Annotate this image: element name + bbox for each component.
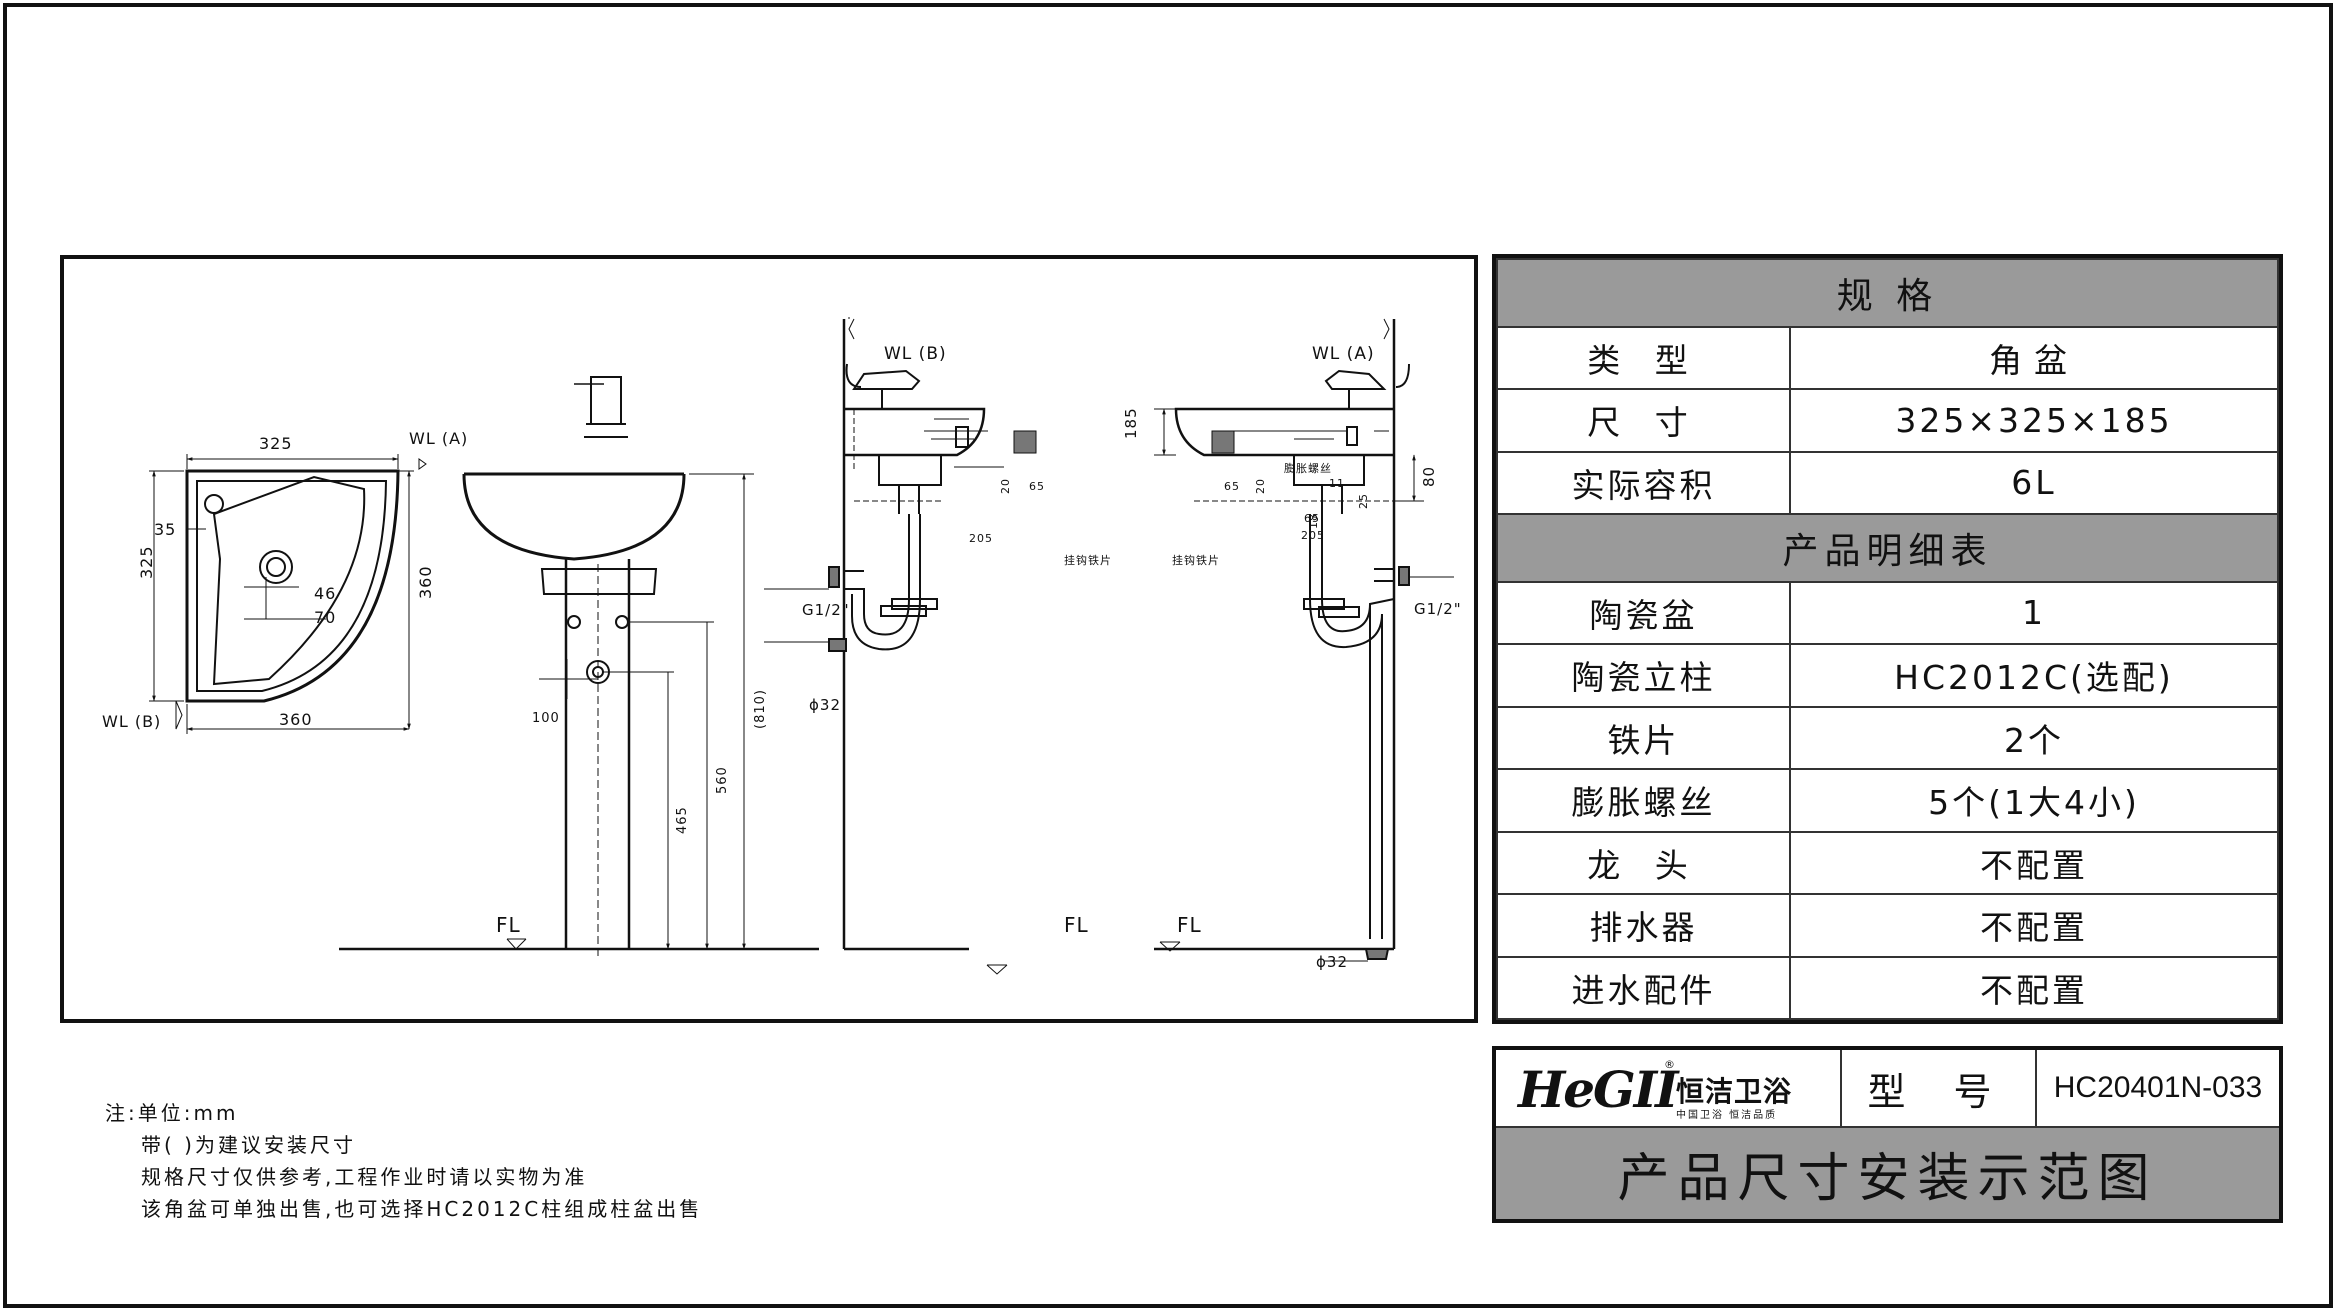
- fl-label-front: FL: [496, 913, 521, 937]
- detail-label-pedestal: 陶瓷立柱: [1496, 643, 1791, 708]
- phi32-label-b: ϕ32: [809, 696, 841, 714]
- detail-label-drain: 排水器: [1496, 893, 1791, 958]
- dim-11: 11: [1329, 477, 1345, 490]
- registered-mark: ®: [1664, 1058, 1675, 1071]
- sheet-title: 产品尺寸安装示范图: [1496, 1128, 2279, 1219]
- dim-65-a-mid: 65: [1304, 512, 1320, 525]
- dim-20-a: 20: [1254, 478, 1267, 494]
- dim-35: 35: [154, 520, 176, 539]
- model-value: HC20401N-033: [2037, 1050, 2279, 1128]
- brand-logo: HeGII ® 恒洁卫浴 中国卫浴 恒洁品质: [1496, 1050, 1842, 1128]
- dim-465: 465: [675, 806, 690, 834]
- dim-25: 25: [1357, 493, 1370, 509]
- notes: 注:单位:mm 带( )为建议安装尺寸 规格尺寸仅供参考,工程作业时请以实物为准…: [105, 1097, 702, 1225]
- spec-header: 规 格: [1496, 258, 2279, 328]
- sheet-border: [3, 3, 2333, 1308]
- dim-205-a: 205: [1301, 529, 1325, 542]
- detail-value-inlet: 不配置: [1789, 955, 2279, 1020]
- dim-18: 18: [1307, 513, 1320, 529]
- hook-plate-b: [1013, 430, 1037, 454]
- drawing-area: 325 WL (A) 325 35 46 70 360 360 WL (B) 1…: [60, 255, 1478, 1023]
- g12-label-b: G1/2": [802, 601, 850, 619]
- note-unit: 注:单位:mm: [105, 1101, 239, 1125]
- note-sale: 该角盆可单独出售,也可选择HC2012C柱组成柱盆出售: [141, 1197, 703, 1221]
- detail-value-iron-plate: 2个: [1789, 705, 2279, 770]
- detail-label-iron-plate: 铁片: [1496, 705, 1791, 770]
- dim-80: 80: [1420, 466, 1438, 487]
- spec-value-size: 325×325×185: [1789, 388, 2279, 453]
- detail-value-drain: 不配置: [1789, 893, 2279, 958]
- dim-70: 70: [314, 608, 336, 627]
- dim-65-b: 65: [1029, 480, 1045, 493]
- front-view: [339, 376, 819, 959]
- wl-a-label-side: WL (A): [1312, 344, 1375, 364]
- g12-label-a: G1/2": [1414, 600, 1462, 618]
- brand-name-cn: 恒洁卫浴: [1676, 1075, 1793, 1108]
- expansion-bolt-label: 膨胀螺丝: [1284, 461, 1332, 475]
- note-reference: 规格尺寸仅供参考,工程作业时请以实物为准: [141, 1165, 588, 1189]
- detail-value-pedestal: HC2012C(选配): [1789, 643, 2279, 708]
- detail-label-bolt: 膨胀螺丝: [1496, 768, 1791, 833]
- dim-100: 100: [532, 711, 560, 726]
- spec-label-volume: 实际容积: [1496, 450, 1791, 515]
- wl-b-label-top: WL (B): [102, 712, 161, 731]
- phi32-label-a: ϕ32: [1316, 953, 1348, 971]
- detail-label-basin: 陶瓷盆: [1496, 580, 1791, 645]
- spec-label-size: 尺 寸: [1496, 388, 1791, 453]
- side-view-a: [1154, 318, 1454, 962]
- fl-label-side-b: FL: [1064, 913, 1089, 937]
- brand-slogan: 中国卫浴 恒洁品质: [1676, 1110, 1778, 1121]
- dim-65-a-top: 65: [1224, 480, 1240, 493]
- dim-205-b: 205: [969, 532, 993, 545]
- spec-label-type: 类 型: [1496, 325, 1791, 390]
- detail-value-bolt: 5个(1大4小): [1789, 768, 2279, 833]
- fl-label-side-a: FL: [1177, 913, 1202, 937]
- hook-plate-a: [1211, 430, 1235, 454]
- detail-label-inlet: 进水配件: [1496, 955, 1791, 1020]
- brand-name: HeGII: [1518, 1060, 1679, 1119]
- side-view-b: [764, 317, 1008, 975]
- detail-header: 产品明细表: [1496, 513, 2279, 583]
- note-suggested: 带( )为建议安装尺寸: [141, 1133, 356, 1157]
- dim-360-right: 360: [416, 565, 435, 599]
- dim-185: 185: [1122, 407, 1140, 439]
- hook-plate-label-a: 挂钩铁片: [1172, 553, 1220, 567]
- wl-a-label-top: WL (A): [409, 429, 468, 448]
- dim-20-b: 20: [999, 478, 1012, 494]
- hook-plate-label-b: 挂钩铁片: [1064, 553, 1112, 567]
- top-view: [149, 454, 427, 734]
- dim-325-left: 325: [137, 545, 156, 579]
- technical-drawing: 325 WL (A) 325 35 46 70 360 360 WL (B) 1…: [102, 317, 1462, 975]
- dim-560: 560: [715, 766, 730, 794]
- detail-label-faucet: 龙 头: [1496, 830, 1791, 895]
- detail-value-faucet: 不配置: [1789, 830, 2279, 895]
- wl-b-label-side: WL (B): [884, 344, 947, 364]
- model-label: 型 号: [1842, 1050, 2037, 1128]
- spec-table: 规 格 类 型 角盆 尺 寸 325×325×185 实际容积 6L 产品明细表…: [1492, 254, 2283, 1024]
- spec-value-type: 角盆: [1789, 325, 2279, 390]
- title-block: HeGII ® 恒洁卫浴 中国卫浴 恒洁品质 型 号 HC20401N-033 …: [1492, 1046, 2283, 1223]
- dim-325-top: 325: [259, 434, 293, 453]
- detail-value-basin: 1: [1789, 580, 2279, 645]
- dim-46: 46: [314, 584, 336, 603]
- dim-810: (810): [753, 689, 768, 729]
- dim-360-bottom: 360: [279, 710, 313, 729]
- spec-value-volume: 6L: [1789, 450, 2279, 515]
